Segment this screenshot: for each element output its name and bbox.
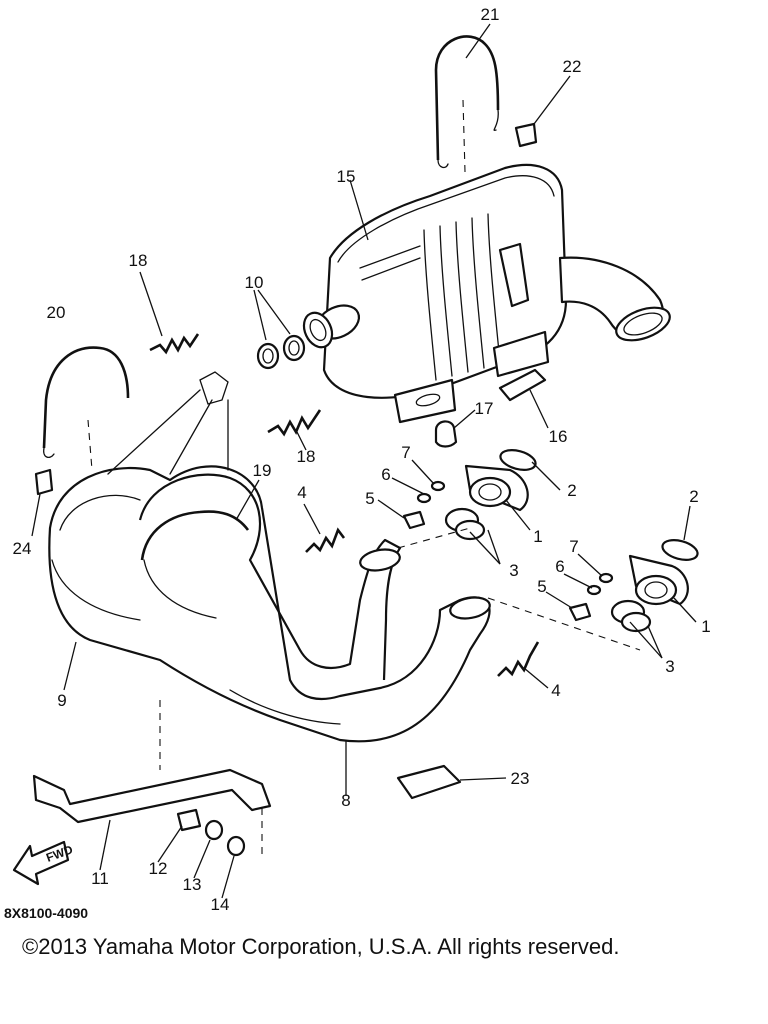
callout-1-upper: 1 [533, 527, 542, 546]
flange-set-lower [568, 539, 699, 633]
exhaust-pipe-assembly-8-9 [48, 371, 491, 743]
diagram-code: 8X8100-4090 [4, 905, 89, 921]
bracket-11 [32, 700, 272, 860]
spring-18-lower [267, 409, 322, 437]
copyright-notice: ©2013 Yamaha Motor Corporation, U.S.A. A… [22, 934, 620, 959]
cap-17 [434, 420, 458, 448]
callout-3-upper: 3 [509, 561, 518, 580]
callout-20: 20 [47, 303, 66, 322]
callout-2-upper: 2 [567, 481, 576, 500]
callout-5-lower: 5 [537, 577, 546, 596]
fwd-arrow-icon: FWD [12, 840, 75, 886]
callout-17: 17 [475, 399, 494, 418]
leader-lines [31, 23, 697, 899]
callout-14: 14 [211, 895, 230, 914]
callout-4-upper: 4 [297, 483, 306, 502]
callout-8: 8 [341, 791, 350, 810]
muffler-15 [302, 163, 671, 424]
gaskets-10 [256, 334, 306, 370]
bracket-16 [498, 368, 547, 402]
rubber-damper-23 [396, 764, 462, 800]
washer-13 [204, 819, 224, 841]
callout-15: 15 [337, 167, 356, 186]
callout-5-upper: 5 [365, 489, 374, 508]
callout-7-upper: 7 [401, 443, 410, 462]
callout-16: 16 [549, 427, 568, 446]
spring-4-upper [305, 527, 346, 553]
spring-18-upper [149, 333, 200, 355]
callout-labels: 21 22 15 18 10 20 18 17 16 19 7 6 5 2 1 … [13, 5, 711, 914]
callout-18-lower: 18 [297, 447, 316, 466]
callout-23: 23 [511, 769, 530, 788]
callout-18-upper: 18 [129, 251, 148, 270]
callout-21: 21 [481, 5, 500, 24]
callout-22: 22 [563, 57, 582, 76]
bolt-12 [176, 808, 202, 832]
callout-24: 24 [13, 539, 32, 558]
spring-20 [42, 346, 130, 471]
callout-10: 10 [245, 273, 264, 292]
spring-4-lower [497, 641, 540, 677]
callout-12: 12 [149, 859, 168, 878]
rubber-mount-22 [514, 122, 538, 148]
callout-19: 19 [253, 461, 272, 480]
protector-spring-19 [140, 510, 250, 561]
flange-set-upper [402, 449, 537, 541]
callout-13: 13 [183, 875, 202, 894]
spring-21 [434, 35, 500, 173]
rubber-24 [34, 468, 54, 496]
callout-11: 11 [91, 869, 109, 888]
callout-9: 9 [57, 691, 66, 710]
callout-7-lower: 7 [569, 537, 578, 556]
washer-14 [226, 835, 246, 857]
callout-4-lower: 4 [551, 681, 560, 700]
callout-6-upper: 6 [381, 465, 390, 484]
callout-6-lower: 6 [555, 557, 564, 576]
callout-2-lower: 2 [689, 487, 698, 506]
callout-3-lower: 3 [665, 657, 674, 676]
callout-1-lower: 1 [701, 617, 710, 636]
